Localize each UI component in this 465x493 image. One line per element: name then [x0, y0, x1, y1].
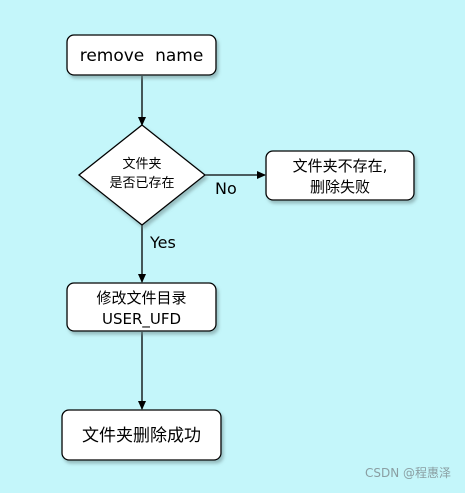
modify-node-line1: 修改文件目录 [96, 289, 186, 307]
start-node-label: remove name [80, 46, 204, 66]
fail-node-line2: 删除失败 [310, 178, 370, 196]
modify-node: 修改文件目录 USER_UFD [66, 282, 217, 332]
decision-node-line2: 是否已存在 [109, 176, 174, 191]
no-label: No [215, 179, 237, 198]
success-node-label: 文件夹删除成功 [82, 426, 201, 446]
success-node: 文件夹删除成功 [61, 409, 222, 461]
fail-node: 文件夹不存在, 删除失败 [265, 150, 415, 201]
start-node: remove name [66, 34, 217, 76]
decision-node-line1: 文件夹 [122, 157, 161, 172]
fail-node-line1: 文件夹不存在, [293, 157, 388, 175]
yes-label: Yes [149, 233, 176, 252]
watermark: CSDN @程惠泽 [364, 466, 451, 480]
modify-node-line2: USER_UFD [102, 310, 181, 329]
decision-node: 文件夹 是否已存在 [77, 124, 207, 226]
